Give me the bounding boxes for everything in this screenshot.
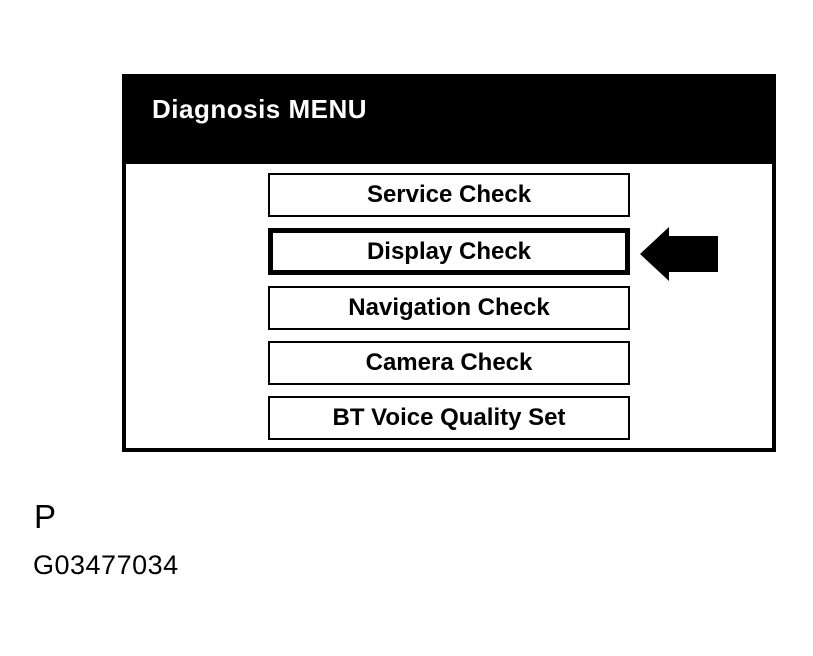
menu-button-service-check[interactable]: Service Check: [268, 173, 630, 217]
menu-button-navigation-check[interactable]: Navigation Check: [268, 286, 630, 330]
screen-body: Service Check Display Check Navigation C…: [126, 164, 772, 440]
menu-button-camera-check[interactable]: Camera Check: [268, 341, 630, 385]
caption-letter: P: [34, 498, 57, 535]
screen-title-bar: Diagnosis MENU: [126, 78, 772, 164]
figure-id: G03477034: [33, 550, 179, 580]
left-arrow-icon: [640, 227, 718, 281]
screen-title: Diagnosis MENU: [152, 94, 368, 124]
menu-button-display-check[interactable]: Display Check: [268, 228, 630, 275]
menu-button-bt-voice-quality-set[interactable]: BT Voice Quality Set: [268, 396, 630, 440]
